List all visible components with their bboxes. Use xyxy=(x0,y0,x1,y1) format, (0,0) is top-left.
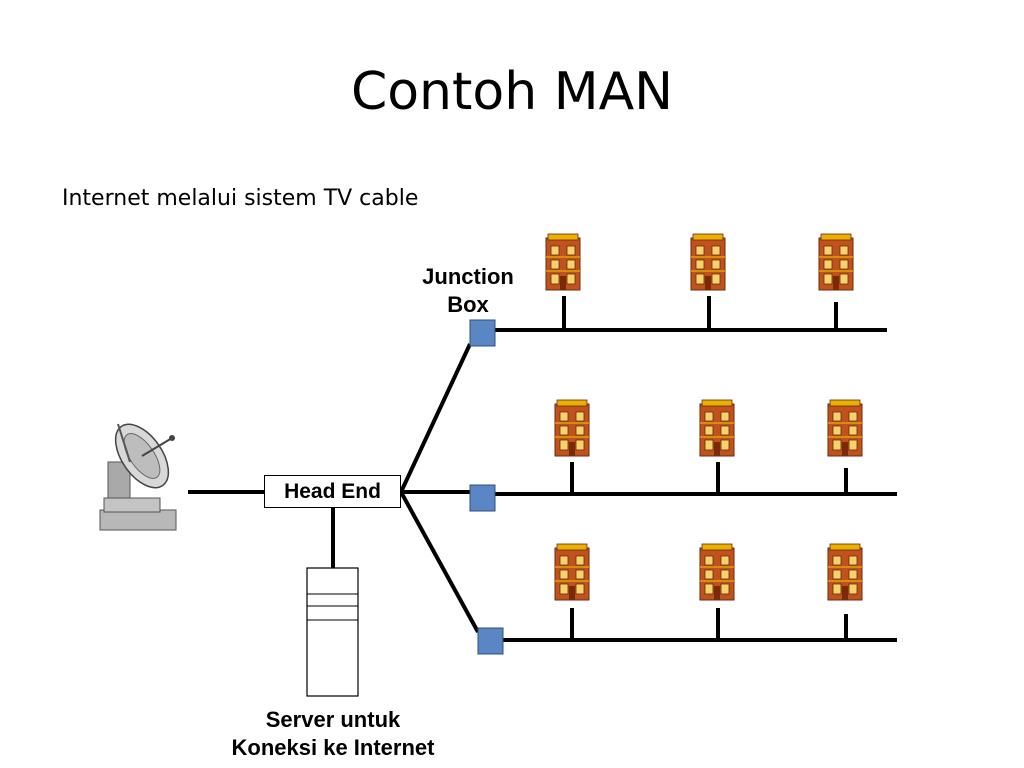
junction-box-bottom xyxy=(477,627,504,655)
server-label: Server untuk Koneksi ke Internet xyxy=(200,706,466,761)
junction-box-label-line2: Box xyxy=(447,291,489,317)
junction-box-label: Junction Box xyxy=(408,263,528,318)
building-icon xyxy=(545,233,581,291)
building-icon xyxy=(827,543,863,601)
head-end-label: Head End xyxy=(284,479,381,503)
page-title: Contoh MAN xyxy=(350,62,674,122)
server-label-line2: Koneksi ke Internet xyxy=(231,734,435,760)
junction-box-middle xyxy=(469,484,496,512)
building-icon xyxy=(690,233,726,291)
building-icon xyxy=(554,543,590,601)
building-icon xyxy=(818,233,854,291)
building-icon xyxy=(699,399,735,457)
building-icon xyxy=(827,399,863,457)
page-subtitle: Internet melalui sistem TV cable xyxy=(62,186,419,211)
server-label-line1: Server untuk xyxy=(265,707,401,732)
cable-lines xyxy=(188,296,897,642)
building-icon xyxy=(554,399,590,457)
building-icon xyxy=(699,543,735,601)
satellite-dish-icon xyxy=(99,423,177,531)
junction-box-top xyxy=(469,319,496,347)
head-end-box: Head End xyxy=(264,475,401,508)
server-tower-icon xyxy=(306,567,359,697)
junction-box-label-line1: Junction xyxy=(422,264,514,289)
